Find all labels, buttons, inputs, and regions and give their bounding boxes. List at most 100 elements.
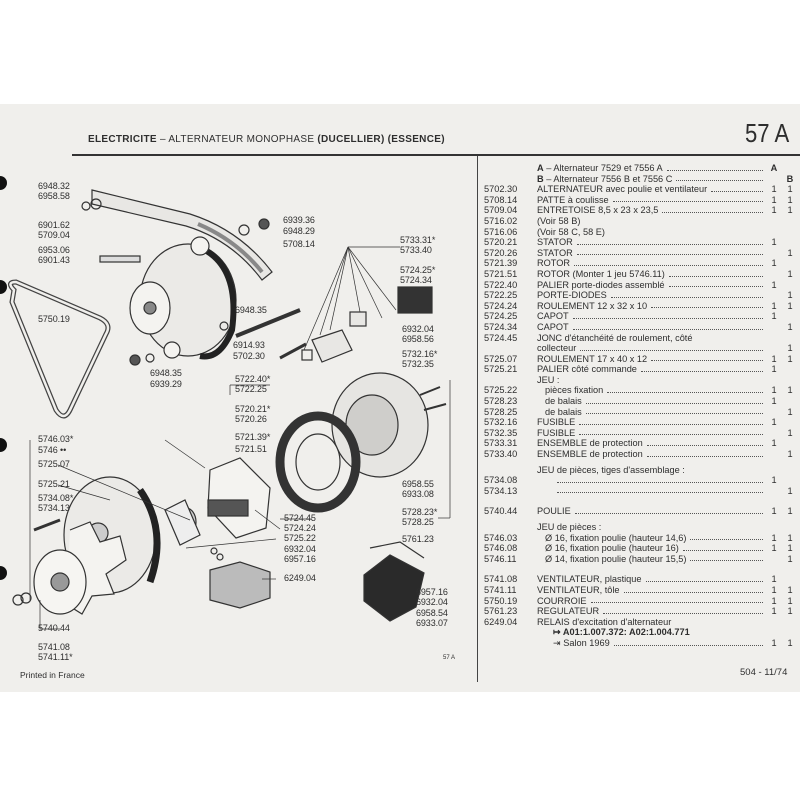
variant-key: A <box>537 163 544 173</box>
callout-label: 6914.93 <box>233 340 265 350</box>
part-description-text: de balais <box>545 396 582 407</box>
part-description: de balais <box>537 407 766 418</box>
quantity-b: 1 <box>787 205 793 216</box>
part-number: 5741.08 <box>484 574 518 585</box>
part-number: 5761.23 <box>484 606 518 617</box>
callout-label: 5720.21* <box>235 404 271 414</box>
callout-label: 6948.29 <box>283 226 315 236</box>
part-number: 5733.31 <box>484 438 518 449</box>
callout-label: 6958.56 <box>402 334 434 344</box>
alternator-drawing <box>129 236 237 360</box>
part-number: 5728.23 <box>484 396 518 407</box>
callout-label: 5725.22 <box>284 533 316 543</box>
part-number: 5733.40 <box>484 449 518 460</box>
quantity-a <box>766 343 782 354</box>
variant-col-b <box>782 163 798 174</box>
part-description: collecteur <box>537 343 766 354</box>
quantity-b <box>782 375 798 386</box>
callout-label: 5733.31* <box>400 235 436 245</box>
part-description-text: ALTERNATEUR avec poulie et ventilateur <box>537 184 708 195</box>
quantity-a <box>766 449 782 460</box>
quantity-b: 1 <box>787 290 793 301</box>
variant-text: A – Alternateur 7529 et 7556 A <box>537 163 663 174</box>
dot-leader <box>682 543 763 551</box>
quantity-a: 1 <box>771 258 777 269</box>
quantity-b: 1 <box>787 532 793 543</box>
part-description <box>537 486 766 497</box>
part-description: REGULATEUR <box>537 606 766 617</box>
part-number: 5746.03 <box>484 532 518 543</box>
exploded-diagram <box>8 189 451 630</box>
dot-leader <box>605 522 763 530</box>
part-description <box>537 475 766 486</box>
quantity-b: 1 <box>787 606 793 617</box>
callout-label: 5728.25 <box>402 517 434 527</box>
part-description-text: COURROIE <box>537 595 587 606</box>
quantity-a: 1 <box>771 584 777 595</box>
part-description: ↦ A01:1.007.372: A02:1.004.771 <box>537 627 766 638</box>
quantity-b: 1 <box>787 485 793 496</box>
quantity-b: 1 <box>787 194 793 205</box>
part-number: 5716.02 <box>484 215 518 226</box>
part-number: 5732.35 <box>484 427 518 438</box>
callout-label: 5761.23 <box>402 534 434 544</box>
part-description: ROTOR (Monter 1 jeu 5746.11) <box>537 269 766 280</box>
section-label: ELECTRICITE <box>88 134 157 145</box>
quantity-a: 1 <box>771 574 777 585</box>
callout-label: 5722.40* <box>235 374 271 384</box>
parts-row: JEU : <box>484 375 798 386</box>
callout-label: 6933.08 <box>402 489 434 499</box>
part-number <box>484 465 537 476</box>
part-description-text: ⇥ Salon 1969 <box>553 637 610 648</box>
dot-leader <box>609 227 763 235</box>
part-description: pièces fixation <box>537 385 766 396</box>
callout-label: 5741.11* <box>38 652 73 662</box>
dot-leader <box>711 184 763 192</box>
part-number: 5709.04 <box>484 205 518 216</box>
parts-row: JEU de pièces, tiges d'assemblage : <box>484 465 798 476</box>
quantity-b <box>782 574 798 585</box>
part-description: PALIER côté commande <box>537 364 766 375</box>
part-number: 5734.08 <box>484 475 518 486</box>
callout-label: 6932.04 <box>402 324 434 334</box>
callout-label: 5732.35 <box>402 359 434 369</box>
binder-hole <box>0 176 7 190</box>
part-description-text: JEU de pièces, tiges d'assemblage : <box>537 464 685 475</box>
quantity-a <box>766 407 782 418</box>
dot-leader <box>694 627 763 635</box>
part-number: 5721.39 <box>484 258 518 269</box>
parts-row: 5716.02 (Voir 58 B) <box>484 216 798 227</box>
callout-label: 5750.19 <box>38 314 70 324</box>
part-description-text: RELAIS d'excitation d'alternateur <box>537 616 672 627</box>
callout-label: 5725.21 <box>38 479 70 489</box>
quantity-a: 1 <box>771 606 777 617</box>
callout-label: 5733.40 <box>400 245 432 255</box>
part-description: (Voir 58 B) <box>537 216 766 227</box>
dot-leader <box>576 248 763 256</box>
part-description: JEU de pièces, tiges d'assemblage : <box>537 465 766 476</box>
binder-hole <box>0 438 7 452</box>
page-title: ELECTRICITE – ALTERNATEUR MONOPHASE (DUC… <box>88 134 445 145</box>
callout-label: 6901.62 <box>38 220 70 230</box>
part-description-text: Ø 16, fixation poulie (hauteur 16) <box>545 543 679 554</box>
quantity-b: 1 <box>787 406 793 417</box>
callout-label: 5741.08 <box>38 642 70 652</box>
quantity-b <box>782 438 798 449</box>
callout-label: 5724.45 <box>284 513 316 523</box>
quantity-a: 1 <box>771 475 777 486</box>
part-description-text: PORTE-DIODES <box>537 290 607 301</box>
quantity-a: 1 <box>771 532 777 543</box>
part-number: 5724.25 <box>484 311 518 322</box>
quantity-b: 1 <box>787 353 793 364</box>
binder-hole <box>0 280 7 294</box>
